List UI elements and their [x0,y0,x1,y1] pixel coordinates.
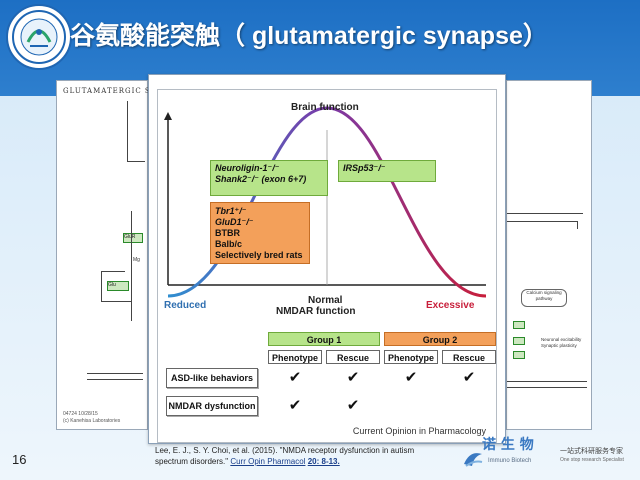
column-phenotype-2: Phenotype [384,350,438,364]
logo-emblem-icon [12,10,66,64]
x-axis-excessive-label: Excessive [426,300,475,311]
check-mark-icon: ✔ [346,396,360,414]
nmdar-function-figure: Brain function Neuroligin-1⁻/⁻ Shank2⁻/⁻… [148,74,506,444]
group1-header: Group 1 [268,332,380,346]
citation-text: Lee, E. J., S. Y. Choi, et al. (2015). "… [155,446,415,466]
brand-logo: 诺 生 物 Immuno Biotech 一站式科研服务专家 One stop … [462,432,640,476]
row-asd-like-behaviors: ASD-like behaviors [166,368,258,388]
pathway-footer: 04724 10/28/15 (c) Kanehisa Laboratories [63,411,121,424]
row-nmdar-dysfunction: NMDAR dysfunction [166,396,258,416]
citation-journal-link[interactable]: Curr Opin Pharmacol [230,457,306,466]
pathway-title: GLUTAMATERGIC SYNAPSE [63,87,188,95]
check-mark-icon: ✔ [404,368,418,386]
citation: Lee, E. J., S. Y. Choi, et al. (2015). "… [155,445,445,467]
y-axis-arrow-icon [164,112,172,120]
y-axis-title: Brain function [291,102,359,113]
x-axis-title: NMDAR function [276,306,356,317]
column-rescue-2: Rescue [442,350,496,364]
group2-header: Group 2 [384,332,496,346]
bell-curve-chart [164,106,487,298]
column-rescue-1: Rescue [326,350,380,364]
right-group1-box: IRSp53⁻/⁻ [338,160,436,182]
left-group1-box: Neuroligin-1⁻/⁻ Shank2⁻/⁻ (exon 6+7) [210,160,328,196]
check-mark-icon: ✔ [288,396,302,414]
journal-credit: Current Opinion in Pharmacology [352,426,486,436]
pathway-neuronal-excitability: Neuronal excitability Synaptic plasticit… [541,337,582,348]
x-axis-normal-label: Normal [308,295,343,306]
column-phenotype-1: Phenotype [268,350,322,364]
check-mark-icon: ✔ [288,368,302,386]
figure-panel: Brain function Neuroligin-1⁻/⁻ Shank2⁻/⁻… [157,89,497,443]
brand-name: 诺 生 物 [482,437,534,453]
pathway-node-glur: GluR [123,233,143,243]
pathway-diagram-left: GLUTAMATERGIC SYNAPSE GluR Glu Mg 04724 … [56,80,186,430]
slide-title: 谷氨酸能突触（ glutamatergic synapse） [70,22,548,50]
x-axis-reduced-label: Reduced [164,300,207,311]
check-mark-icon: ✔ [462,368,476,386]
pathway-diagram-right: Calcium signaling pathway Neuronal excit… [506,80,592,430]
group2-box: Tbr1⁺/⁻ GluD1⁻/⁻ BTBR Balb/c Selectively… [210,202,310,264]
pathway-calcium-signaling: Calcium signaling pathway [521,289,567,307]
pathway-node-mg: Mg [133,257,140,263]
pathway-node-glu: Glu [107,281,129,291]
stylized-logo-icon [464,453,483,467]
check-mark-icon: ✔ [346,368,360,386]
institution-logo [6,4,72,70]
page-number: 16 [12,452,27,467]
brand-tagline-cn: 一站式科研服务专家 [560,448,623,455]
brand-sub: Immuno Biotech [488,458,532,464]
citation-volume[interactable]: 20: 8-13. [307,457,340,466]
brand-tagline-en: One stop research Specialist [560,457,624,463]
